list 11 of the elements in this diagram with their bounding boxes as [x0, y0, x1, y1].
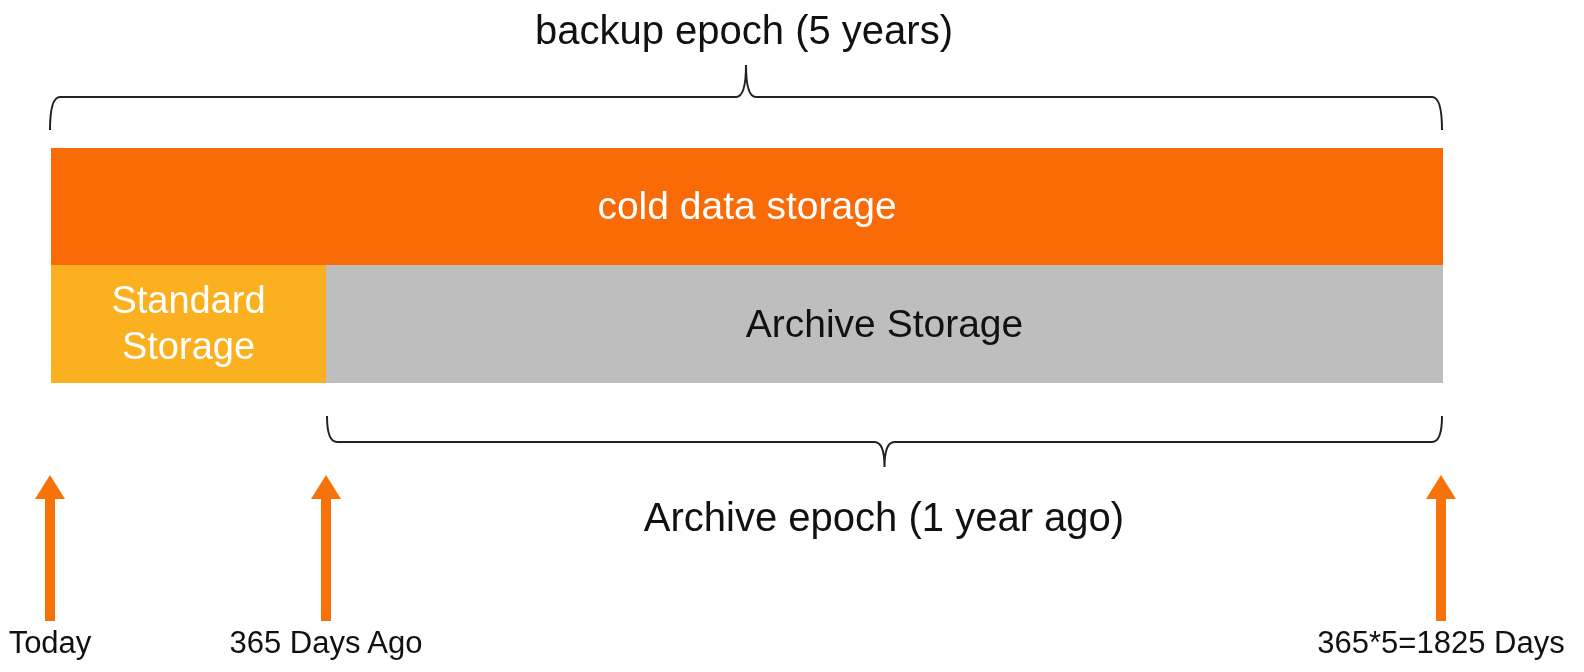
storage-band: cold data storage: [51, 148, 1443, 265]
time-label: Today: [8, 625, 92, 661]
arrow: [1426, 475, 1456, 621]
arrow: [311, 475, 341, 621]
span-label: Archive epoch (1 year ago): [643, 494, 1125, 540]
time-label: 365 Days Ago: [229, 625, 423, 661]
storage-segment: Standard Storage: [51, 265, 326, 383]
storage-segment: Archive Storage: [326, 265, 1443, 383]
time-label: 365*5=1825 Days: [1317, 625, 1565, 661]
span-label: backup epoch (5 years): [535, 7, 953, 53]
arrow: [35, 475, 65, 621]
